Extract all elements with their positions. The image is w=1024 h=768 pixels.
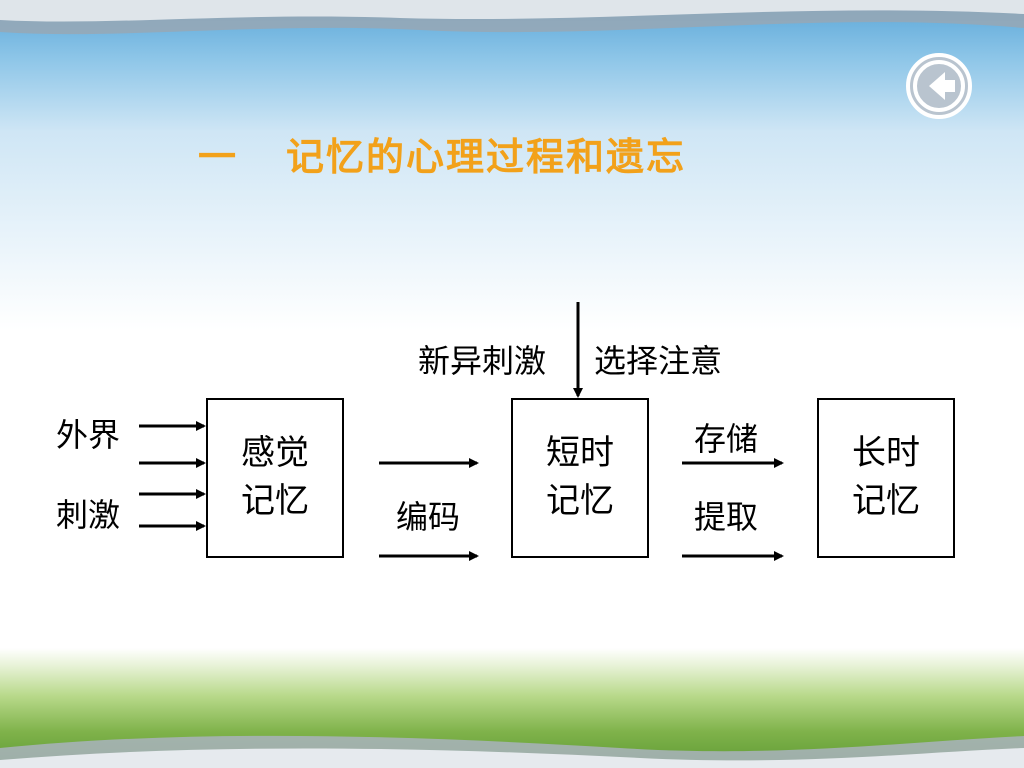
title-number: 一 xyxy=(198,134,239,179)
selective-attention-label: 选择注意 xyxy=(594,342,723,380)
top-wave-band xyxy=(0,0,1024,35)
back-button[interactable] xyxy=(905,52,973,120)
long-term-memory-box: 长时 记忆 xyxy=(817,398,955,558)
title-text: 记忆的心理过程和遗忘 xyxy=(286,134,687,179)
sensory-memory-box: 感觉 记忆 xyxy=(206,398,344,558)
sky-background xyxy=(0,0,1024,330)
short-term-memory-box: 短时 记忆 xyxy=(511,398,649,558)
sensory-line-1: 感觉 xyxy=(241,433,309,474)
memory-process-diagram: 外界 刺激 感觉 记忆 编码 新异刺激 选择注意 短时 记忆 存储 提取 长时 … xyxy=(44,298,984,588)
page-title: 一 记忆的心理过程和遗忘 xyxy=(198,126,818,181)
input-label-outside: 外界 xyxy=(56,416,121,454)
novel-stimulus-label: 新异刺激 xyxy=(418,342,547,380)
short-term-line-1: 短时 xyxy=(546,433,614,474)
bottom-wave-band xyxy=(0,735,1024,768)
store-label: 存储 xyxy=(694,420,759,458)
diagram-arrows xyxy=(139,302,784,561)
input-label-stimulus: 刺激 xyxy=(56,496,121,534)
sensory-line-2: 记忆 xyxy=(241,481,309,521)
encode-label: 编码 xyxy=(396,498,461,536)
short-term-line-2: 记忆 xyxy=(546,481,614,521)
long-term-line-2: 记忆 xyxy=(852,481,920,521)
long-term-line-1: 长时 xyxy=(852,433,920,474)
circle-left-arrow-icon xyxy=(906,53,972,119)
retrieve-label: 提取 xyxy=(694,498,759,536)
